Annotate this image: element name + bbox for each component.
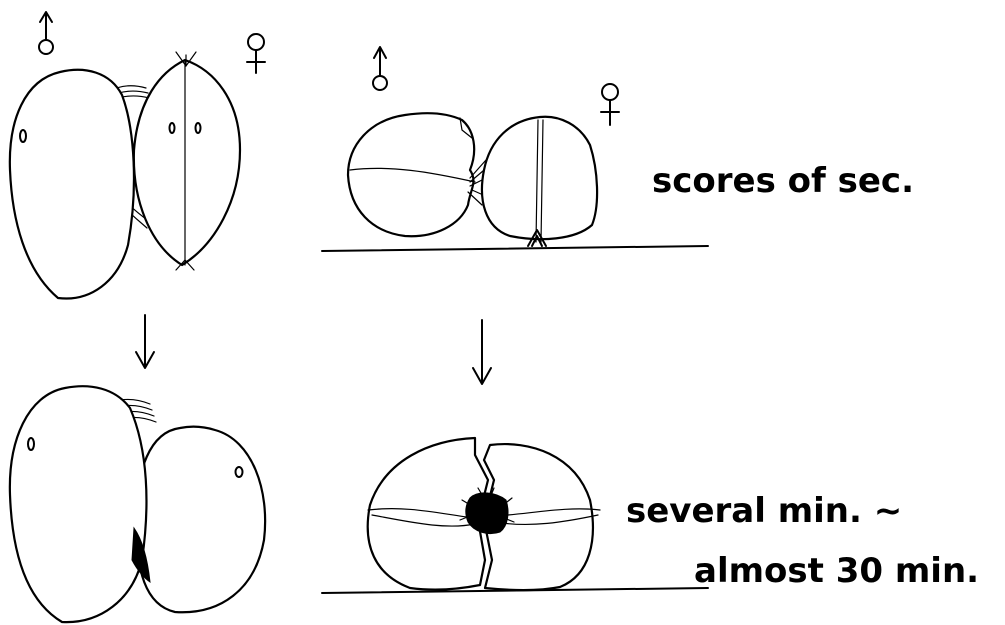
female-symbol-top-left: [247, 34, 265, 73]
male-symbol-top-left: [39, 12, 53, 54]
joined-genital-mass: [466, 493, 508, 534]
female-body-side: [482, 117, 597, 239]
top-left-pair: [10, 12, 265, 299]
caption-stage-2-line-1: several min. ~: [626, 491, 902, 531]
arrow-left: [136, 315, 154, 368]
male-body-bottom-left: [10, 386, 147, 622]
bottom-left-pair: [10, 386, 265, 622]
male-body-top-left: [10, 70, 134, 299]
top-right-pair: scores of sec.: [322, 47, 914, 251]
bottom-right-pair: several min. ~ almost 30 min.: [322, 438, 979, 593]
ground-line-top: [322, 246, 708, 251]
male-body-side: [348, 113, 474, 236]
female-body-top-left: [134, 60, 240, 265]
arrow-right: [473, 320, 491, 384]
female-symbol-top-right: [601, 84, 619, 125]
male-symbol-top-right: [373, 47, 387, 90]
caption-stage-1: scores of sec.: [652, 161, 914, 201]
female-body-bottom-left: [136, 427, 265, 613]
caption-stage-2-line-2: almost 30 min.: [694, 551, 979, 591]
